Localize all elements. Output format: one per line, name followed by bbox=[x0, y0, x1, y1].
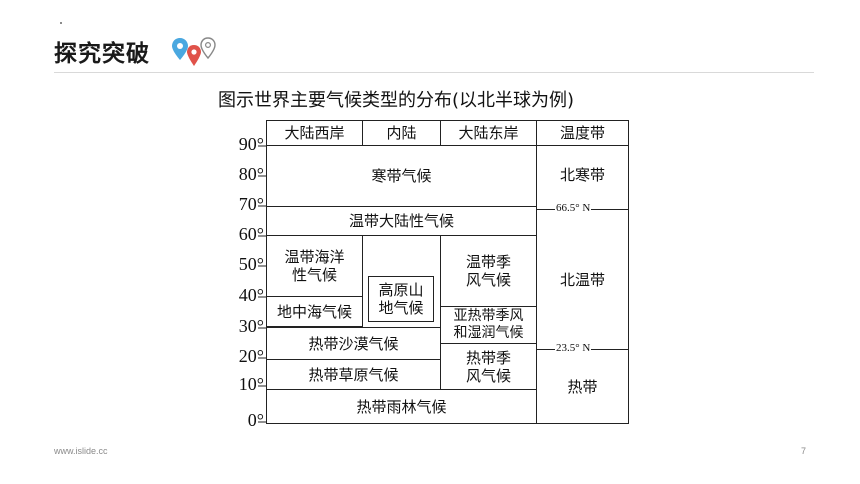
page-title: 探究突破 bbox=[54, 41, 150, 67]
column-header-west-coast: 大陆西岸 bbox=[266, 120, 363, 146]
highland-climate: 高原山 地气候 bbox=[368, 276, 434, 322]
north-temperate-zone: 北温带 bbox=[559, 271, 605, 289]
arctic-circle-label: 66.5° N bbox=[555, 202, 592, 214]
subtropical-monsoon-humid-climate: 亚热带季风 和湿润气候 bbox=[440, 306, 537, 344]
frigid-climate: 寒带气候 bbox=[266, 145, 537, 207]
tropic-label: 23.5° N bbox=[555, 342, 592, 354]
diagram-title: 图示世界主要气候类型的分布(以北半球为例) bbox=[218, 90, 575, 111]
tropical-monsoon-climate: 热带季 风气候 bbox=[440, 343, 537, 390]
page-number: 7 bbox=[801, 446, 807, 456]
temperate-maritime-climate: 温带海洋 性气候 bbox=[266, 235, 363, 297]
lat-tick-40: 40° bbox=[238, 285, 264, 305]
lat-tick-60: 60° bbox=[238, 224, 264, 244]
lat-tick-80: 80° bbox=[238, 164, 264, 184]
tropical-savanna-climate: 热带草原气候 bbox=[266, 359, 441, 390]
temperature-zone-column bbox=[536, 145, 629, 424]
tick-marks bbox=[258, 145, 266, 423]
footer-site: www.islide.cc bbox=[54, 446, 108, 456]
column-header-temperature-zone: 温度带 bbox=[536, 120, 629, 146]
tropical-rainforest-climate: 热带雨林气候 bbox=[266, 389, 537, 424]
tropical-desert-climate: 热带沙漠气候 bbox=[266, 327, 441, 360]
column-header-inland: 内陆 bbox=[362, 120, 441, 146]
lat-tick-0: 0° bbox=[247, 410, 264, 430]
north-frigid-zone: 北寒带 bbox=[559, 166, 605, 184]
column-header-east-coast: 大陆东岸 bbox=[440, 120, 537, 146]
lat-tick-30: 30° bbox=[238, 316, 264, 336]
temperate-continental-climate: 温带大陆性气候 bbox=[266, 206, 537, 236]
tropical-zone: 热带 bbox=[567, 378, 598, 396]
header-divider bbox=[54, 72, 814, 73]
decor-dot bbox=[60, 22, 62, 24]
location-pins-icon bbox=[172, 37, 216, 66]
lat-tick-90: 90° bbox=[238, 134, 264, 154]
lat-tick-50: 50° bbox=[238, 254, 264, 274]
temperate-monsoon-climate: 温带季 风气候 bbox=[440, 235, 537, 307]
lat-tick-10: 10° bbox=[238, 374, 264, 394]
lat-tick-70: 70° bbox=[238, 194, 264, 214]
lat-tick-20: 20° bbox=[238, 346, 264, 366]
mediterranean-climate: 地中海气候 bbox=[266, 296, 363, 327]
